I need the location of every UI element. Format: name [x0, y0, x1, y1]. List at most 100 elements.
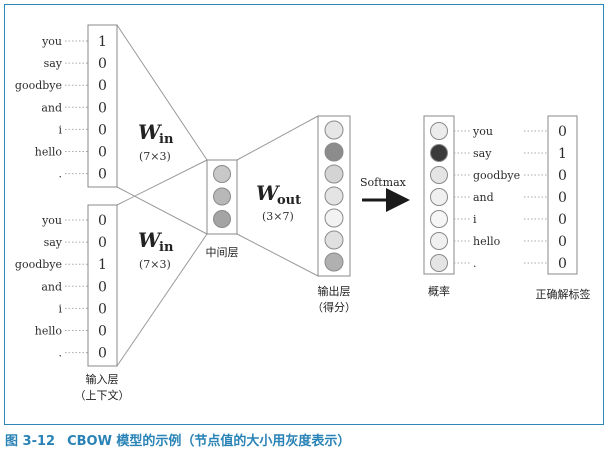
word-label: you [41, 214, 62, 227]
input-layer-sublabel: （上下文） [75, 388, 130, 402]
one-hot-value: 0 [98, 122, 107, 138]
softmax-label: Softmax [360, 176, 407, 189]
node [430, 166, 448, 184]
w-out-dims: (3×7) [262, 210, 294, 223]
word-label: say [44, 57, 63, 70]
one-hot-value: 0 [98, 213, 107, 229]
context-1-row: say 0 [44, 56, 107, 72]
context-1-row: hello 0 [35, 145, 107, 161]
word-label: i [58, 123, 62, 136]
word-label: and [41, 101, 62, 114]
probability-nodes [430, 122, 448, 272]
one-hot-value: 0 [98, 235, 107, 251]
label-value: 1 [558, 146, 567, 162]
label-row: .0 [454, 256, 567, 272]
w-out-label: W out (3×7) [256, 181, 301, 223]
caption-number: 图 3-12 [5, 434, 56, 449]
label-value: 0 [558, 256, 567, 272]
word-label: you [41, 35, 62, 48]
word-label: hello [473, 235, 501, 248]
node [324, 230, 344, 250]
one-hot-value: 1 [98, 257, 107, 273]
word-label: hello [35, 325, 63, 338]
w-in-lower-bottom-edge [116, 233, 208, 367]
word-label: and [473, 191, 494, 204]
word-label: goodbye [15, 79, 62, 92]
w-out-subscript: out [277, 193, 301, 208]
node [324, 120, 344, 140]
w-in-symbol: W [138, 228, 163, 252]
input-layer-label: 输入层 [86, 372, 119, 386]
output-layer: 输出层 （得分） [312, 115, 356, 314]
probability-label: 概率 [428, 284, 450, 298]
node [324, 142, 344, 162]
node [213, 187, 231, 206]
node [430, 232, 448, 250]
label-column-title: 正确解标签 [536, 287, 591, 301]
label-value: 0 [558, 234, 567, 250]
one-hot-value: 1 [98, 34, 107, 50]
w-in-upper-top-edge [116, 24, 208, 161]
hidden-nodes [213, 165, 231, 228]
node [213, 210, 231, 228]
softmax-step: Softmax [360, 176, 410, 212]
one-hot-value: 0 [98, 346, 107, 362]
label-row: hello 0 [454, 234, 567, 250]
node [213, 165, 231, 183]
label-value: 0 [558, 190, 567, 206]
label-value: 0 [558, 124, 567, 140]
label-row: goodbye 0 [454, 168, 567, 184]
word-label: and [41, 280, 62, 293]
one-hot-value: 0 [98, 78, 107, 94]
one-hot-value: 0 [98, 145, 107, 161]
w-in-dims: (7×3) [139, 150, 171, 163]
w-in-subscript: in [159, 240, 174, 255]
hidden-layer: 中间层 [206, 159, 239, 259]
w-in-label-lower: W in (7×3) [138, 228, 174, 271]
context-2-row: say 0 [44, 235, 107, 251]
w-out-top-edge [236, 115, 319, 161]
output-layer-label: 输出层 [318, 284, 351, 298]
word-label: i [58, 302, 62, 315]
word-label: . [59, 347, 63, 360]
context-2-row: .0 [59, 346, 107, 362]
label-value: 0 [558, 168, 567, 184]
one-hot-value: 0 [98, 100, 107, 116]
one-hot-value: 0 [98, 279, 107, 295]
probability-layer: 概率 [423, 115, 455, 298]
word-label: hello [35, 146, 63, 159]
figure-caption: 图 3-12 CBOW 模型的示例（节点值的大小用灰度表示） [5, 430, 350, 449]
context-2-row: and 0 [41, 279, 107, 295]
connection-lines [116, 24, 319, 367]
w-out-symbol: W [256, 181, 281, 205]
one-hot-value: 0 [98, 167, 107, 183]
context-2-row: you 0 [41, 213, 107, 229]
word-label: . [59, 168, 63, 181]
output-layer-sublabel: （得分） [312, 301, 356, 314]
context-2-box [87, 204, 118, 367]
context-1-row: goodbye 0 [15, 78, 107, 94]
word-label: you [472, 125, 493, 138]
caption-text: CBOW 模型的示例（节点值的大小用灰度表示） [67, 434, 351, 449]
w-in-upper-bottom-edge [116, 186, 208, 235]
figure-frame [4, 4, 604, 425]
word-label: goodbye [473, 169, 520, 182]
one-hot-value: 0 [98, 56, 107, 72]
w-in-label-upper: W in (7×3) [138, 120, 174, 163]
w-in-subscript: in [159, 132, 174, 147]
w-in-lower-top-edge [116, 159, 208, 206]
context-1-row: .0 [59, 167, 107, 183]
one-hot-value: 0 [98, 301, 107, 317]
context-1-box [87, 24, 118, 188]
word-label: say [44, 236, 63, 249]
